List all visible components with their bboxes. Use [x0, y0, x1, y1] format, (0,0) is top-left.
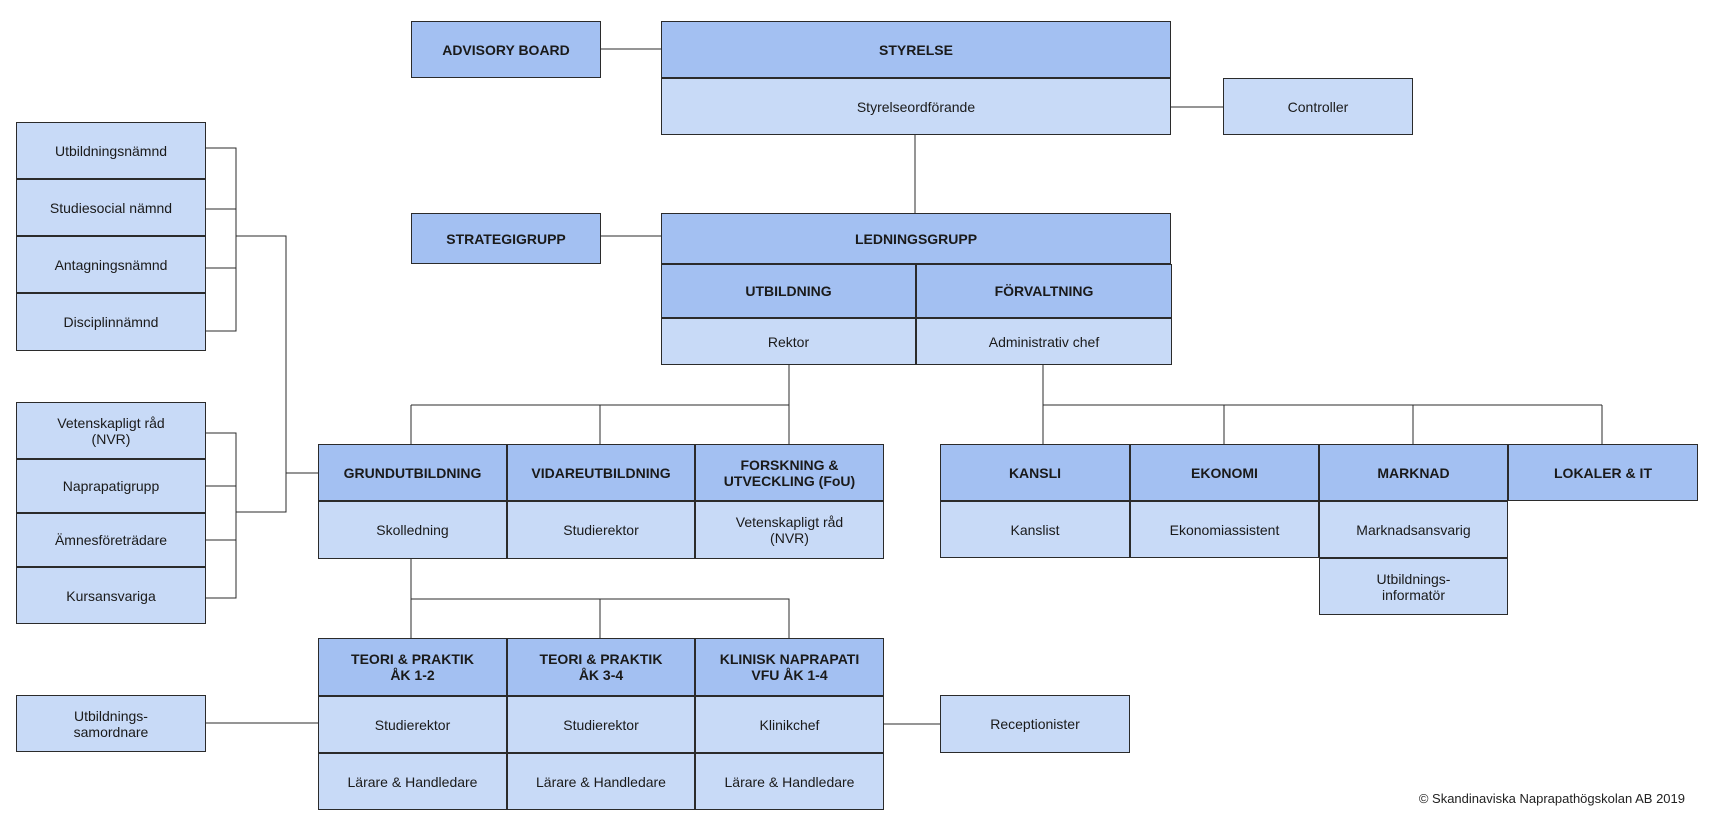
- unit-role-box: Skolledning: [318, 501, 507, 559]
- program-lead-box: Studierektor: [507, 696, 695, 753]
- unit-role-box: Marknadsansvarig: [1319, 501, 1508, 558]
- controller-box: Controller: [1223, 78, 1413, 135]
- council-box: Naprapatigrupp: [16, 459, 206, 513]
- utbildningssamordnare-box: Utbildnings- samordnare: [16, 695, 206, 752]
- forvaltning-box: FÖRVALTNING: [916, 264, 1172, 318]
- ledningsgrupp-box: LEDNINGSGRUPP: [661, 213, 1171, 264]
- unit-head-box: VIDAREUTBILDNING: [507, 444, 695, 501]
- committee-box: Studiesocial nämnd: [16, 179, 206, 236]
- utbildningsinformator-box: Utbildnings- informatör: [1319, 558, 1508, 615]
- council-box: Kursansvariga: [16, 567, 206, 624]
- strategigrupp-box: STRATEGIGRUPP: [411, 213, 601, 264]
- administrativ-chef-box: Administrativ chef: [916, 318, 1172, 365]
- unit-role-box: Ekonomiassistent: [1130, 501, 1319, 558]
- styrelseordforande-box: Styrelseordförande: [661, 78, 1171, 135]
- advisory-board-box: ADVISORY BOARD: [411, 21, 601, 78]
- unit-head-box: EKONOMI: [1130, 444, 1319, 501]
- receptionister-box: Receptionister: [940, 695, 1130, 753]
- rektor-box: Rektor: [661, 318, 916, 365]
- unit-head-box: LOKALER & IT: [1508, 444, 1698, 501]
- unit-head-box: GRUNDUTBILDNING: [318, 444, 507, 501]
- program-staff-box: Lärare & Handledare: [507, 753, 695, 810]
- committee-box: Disciplinnämnd: [16, 293, 206, 351]
- program-head-box: TEORI & PRAKTIK ÅK 1-2: [318, 638, 507, 696]
- program-lead-box: Studierektor: [318, 696, 507, 753]
- council-box: Vetenskapligt råd (NVR): [16, 402, 206, 459]
- program-head-box: TEORI & PRAKTIK ÅK 3-4: [507, 638, 695, 696]
- unit-role-box: Vetenskapligt råd (NVR): [695, 501, 884, 559]
- utbildning-box: UTBILDNING: [661, 264, 916, 318]
- program-staff-box: Lärare & Handledare: [695, 753, 884, 810]
- committee-box: Antagningsnämnd: [16, 236, 206, 293]
- program-lead-box: Klinikchef: [695, 696, 884, 753]
- unit-head-box: MARKNAD: [1319, 444, 1508, 501]
- program-staff-box: Lärare & Handledare: [318, 753, 507, 810]
- unit-role-box: Kanslist: [940, 501, 1130, 558]
- copyright-text: © Skandinaviska Naprapathögskolan AB 201…: [1418, 791, 1685, 806]
- unit-head-box: FORSKNING & UTVECKLING (FoU): [695, 444, 884, 501]
- program-head-box: KLINISK NAPRAPATI VFU ÅK 1-4: [695, 638, 884, 696]
- styrelse-box: STYRELSE: [661, 21, 1171, 78]
- committee-box: Utbildningsnämnd: [16, 122, 206, 179]
- unit-head-box: KANSLI: [940, 444, 1130, 501]
- council-box: Ämnesföreträdare: [16, 513, 206, 567]
- unit-role-box: Studierektor: [507, 501, 695, 559]
